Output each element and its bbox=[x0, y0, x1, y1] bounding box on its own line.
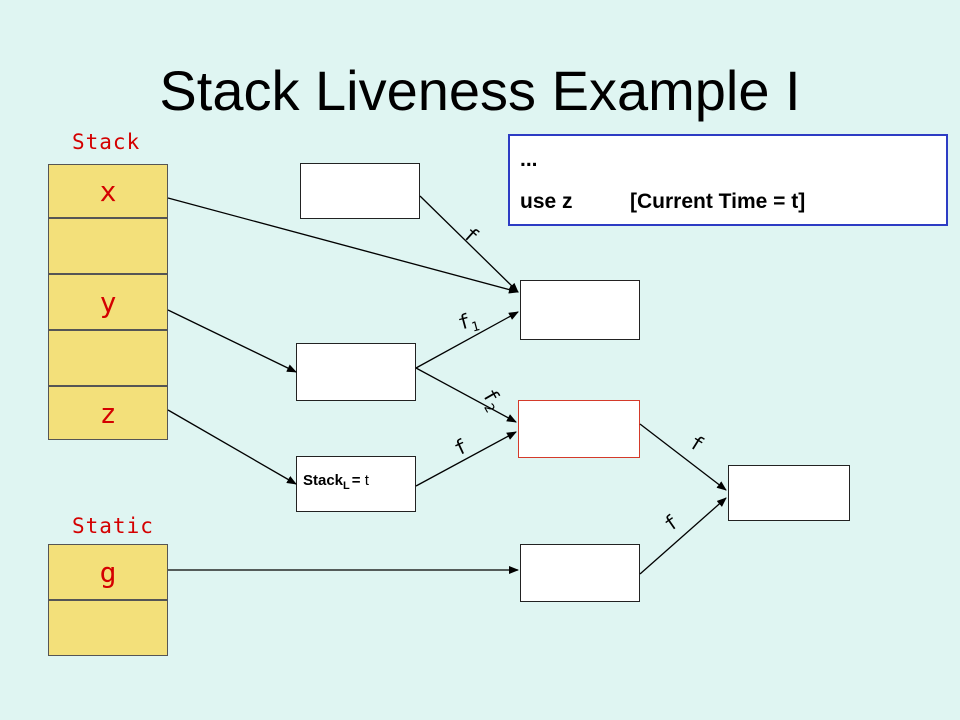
arrow-gtarget-to-right bbox=[639, 497, 727, 575]
stack-cell-empty-1 bbox=[48, 218, 168, 274]
stackl-annotation: StackL= t bbox=[303, 472, 369, 492]
slide-title: Stack Liveness Example I bbox=[159, 59, 801, 122]
stack-label: Stack bbox=[72, 130, 141, 154]
static-cell-empty bbox=[48, 600, 168, 656]
arrow-top-to-a bbox=[419, 195, 519, 293]
stack-cell-y: y bbox=[48, 274, 168, 330]
heap-object-z-target: StackL= t bbox=[296, 456, 416, 512]
edge-label-f-right-top: f bbox=[685, 430, 708, 457]
edge-label-f-top: f bbox=[459, 222, 484, 248]
static-cell-g: g bbox=[48, 544, 168, 600]
stack-cell-empty-2 bbox=[48, 330, 168, 386]
stack-cell-x: x bbox=[48, 164, 168, 218]
heap-object-highlighted bbox=[518, 400, 640, 458]
code-use-z: use z bbox=[520, 190, 573, 213]
edge-label-f-right-bottom: f bbox=[659, 510, 683, 537]
heap-object-a bbox=[520, 280, 640, 340]
code-ellipsis: ... bbox=[520, 148, 538, 171]
arrow-x-to-a bbox=[167, 197, 519, 294]
edge-label-f2: f2 bbox=[474, 385, 508, 416]
arrow-z-to-stackl bbox=[167, 409, 297, 485]
static-label: Static bbox=[72, 514, 154, 538]
heap-object-g-target bbox=[520, 544, 640, 602]
code-current-time: [Current Time = t] bbox=[630, 190, 806, 213]
heap-object-top-left bbox=[300, 163, 420, 219]
edge-label-f1: f1 bbox=[455, 307, 481, 339]
edge-label-f-mid: f bbox=[450, 434, 471, 461]
code-snippet-box: ... use z [Current Time = t] bbox=[508, 134, 948, 226]
heap-object-y-target bbox=[296, 343, 416, 401]
arrow-obj-to-highlight bbox=[415, 367, 517, 423]
arrow-highlight-to-right bbox=[639, 423, 727, 491]
stack-cell-z: z bbox=[48, 386, 168, 440]
arrow-obj-to-a bbox=[415, 311, 519, 369]
heap-object-right bbox=[728, 465, 850, 521]
arrow-y-to-obj bbox=[167, 309, 297, 373]
arrow-stackl-to-highlight bbox=[415, 431, 517, 487]
